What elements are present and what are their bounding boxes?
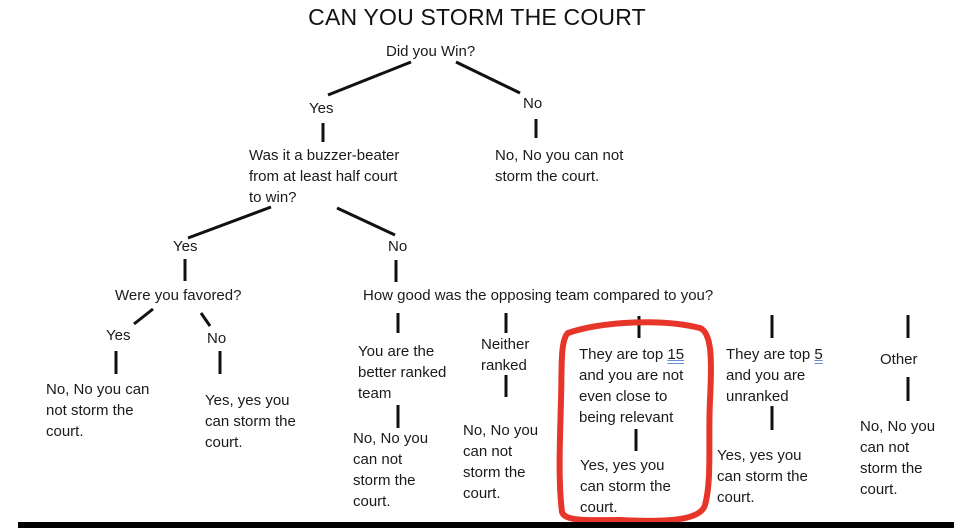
bottom-border-bar — [18, 522, 954, 528]
result-top-5: Yes, yes you can storm the court. — [717, 447, 808, 506]
question-opponent-quality: How good was the opposing team compared … — [363, 287, 714, 304]
result-neither-ranked: No, No you can not storm the court. — [463, 422, 539, 502]
option-top-15: They are top 15 and you are not even clo… — [579, 344, 684, 428]
option-other: Other — [880, 351, 918, 368]
diagram-title: CAN YOU STORM THE COURT — [308, 4, 646, 30]
result-better-ranked: No, No you can not storm the court. — [353, 430, 429, 510]
question-did-you-win: Did you Win? — [386, 43, 476, 60]
option-top-5-number: 5 — [814, 346, 823, 363]
option-top-5: They are top 5 and you are unranked — [726, 344, 823, 407]
connector-win-no — [455, 60, 521, 95]
answer-buzzer-yes: Yes — [173, 238, 198, 255]
option-top-15-number: 15 — [667, 346, 685, 363]
answer-favored-yes: Yes — [106, 327, 131, 344]
result-other: No, No you can not storm the court. — [860, 418, 936, 498]
question-were-you-favored: Were you favored? — [115, 287, 242, 304]
highlight-outline — [556, 319, 714, 524]
result-top-15: Yes, yes you can storm the court. — [580, 457, 671, 516]
option-better-ranked: You are the better ranked team — [358, 343, 447, 402]
option-top-15-suffix: and you are not even close to being rele… — [579, 367, 684, 426]
answer-win-yes: Yes — [309, 100, 334, 117]
answer-buzzer-no: No — [388, 238, 408, 255]
answer-favored-no: No — [207, 330, 227, 347]
option-top-5-suffix: and you are unranked — [726, 367, 806, 405]
result-favored-no: Yes, yes you can storm the court. — [205, 392, 296, 451]
answer-win-no: No — [523, 95, 543, 112]
option-top-15-prefix: They are top — [579, 346, 668, 363]
connector-buzzer-yes — [187, 205, 272, 240]
connector-buzzer-no — [336, 206, 396, 237]
connector-win-yes — [327, 60, 412, 97]
option-neither-ranked: Neither ranked — [481, 336, 530, 374]
connector-favored-no — [199, 312, 212, 327]
connector-favored-yes — [133, 307, 154, 326]
question-buzzer-beater: Was it a buzzer-beater from at least hal… — [249, 147, 400, 206]
result-win-no: No, No you can not storm the court. — [495, 147, 624, 185]
result-favored-yes: No, No you can not storm the court. — [46, 381, 150, 440]
option-top-5-prefix: They are top — [726, 346, 815, 363]
